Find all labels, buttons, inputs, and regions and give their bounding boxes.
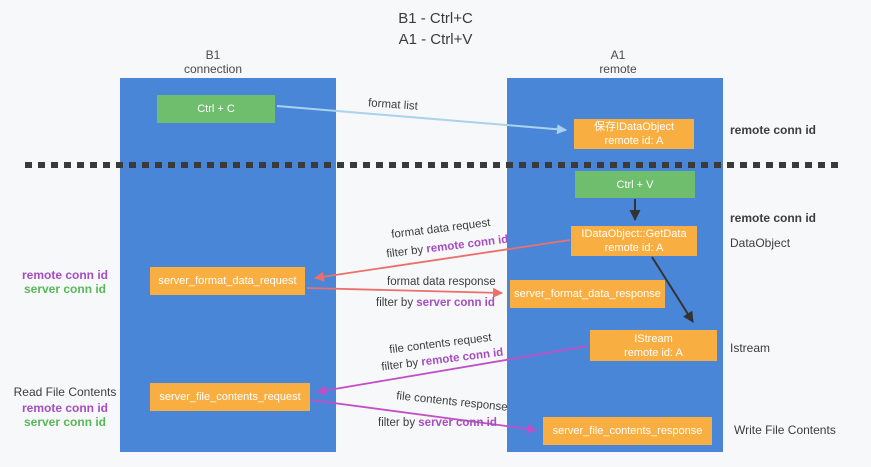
ctrl-c-label: Ctrl + C — [197, 103, 235, 115]
server-format-data-request-label: server_format_data_request — [158, 275, 297, 287]
save-dataobject-remote-id: remote id: A — [604, 135, 664, 147]
server-conn-id-text: server conn id — [416, 297, 495, 309]
left-conn-ids-bottom: remote conn id server conn id — [4, 401, 126, 429]
save-dataobject-box: 保存IDataObject remote id: A — [574, 119, 694, 149]
title-line-2: A1 - Ctrl+V — [398, 31, 473, 48]
filter-server-conn-id-label-1: filter by server conn id — [376, 297, 495, 309]
istream-line1: IStream — [634, 332, 673, 345]
istream-remote-id: remote id: A — [624, 346, 683, 359]
diagram-title: B1 - Ctrl+C A1 - Ctrl+V — [0, 8, 871, 50]
istream-box: IStream remote id: A — [590, 330, 717, 361]
ctrl-v-label: Ctrl + V — [616, 178, 654, 191]
server-conn-id-text: server conn id — [418, 417, 497, 429]
lane-header-a1-subtitle: remote — [599, 62, 637, 76]
filter-by-text: filter by — [385, 244, 424, 261]
format-data-response-label: format data response — [387, 276, 496, 288]
server-format-data-request-box: server_format_data_request — [150, 267, 305, 295]
server-format-data-response-box: server_format_data_response — [510, 280, 665, 308]
title-line-1: B1 - Ctrl+C — [398, 10, 473, 27]
ctrl-c-box: Ctrl + C — [157, 95, 275, 123]
session-separator-dashed-line — [25, 162, 838, 168]
right-remote-conn-id-label-top: remote conn id — [730, 123, 817, 137]
file-contents-response-label: file contents response — [395, 390, 509, 414]
lane-header-b1: B1 connection — [105, 48, 321, 76]
left-server-conn-id-label: server conn id — [23, 282, 107, 296]
server-file-contents-response-label: server_file_contents_response — [552, 425, 703, 437]
format-list-label: format list — [367, 97, 419, 113]
getdata-line1: IDataObject::GetData — [581, 228, 687, 240]
lane-header-a1-name: A1 — [610, 48, 626, 62]
filter-by-text: filter by — [376, 297, 414, 309]
left-remote-conn-id-label: remote conn id — [21, 268, 108, 282]
server-format-data-response-label: server_format_data_response — [514, 288, 661, 300]
save-dataobject-line1: 保存IDataObject — [593, 121, 675, 133]
server-file-contents-response-box: server_file_contents_response — [543, 417, 712, 445]
left-conn-ids-top: remote conn id server conn id — [4, 268, 126, 296]
lane-header-b1-name: B1 — [205, 48, 221, 62]
left-remote-conn-id-label: remote conn id — [21, 401, 108, 415]
read-file-contents-label: Read File Contents — [13, 385, 117, 399]
ctrl-v-box: Ctrl + V — [575, 171, 695, 198]
dataobject-label: DataObject — [730, 236, 791, 250]
lane-header-a1: A1 remote — [510, 48, 726, 76]
right-remote-conn-id-label-mid: remote conn id — [730, 211, 817, 225]
filter-by-text: filter by — [380, 357, 419, 374]
getdata-remote-id: remote id: A — [604, 242, 664, 254]
getdata-box: IDataObject::GetData remote id: A — [571, 226, 697, 256]
remote-conn-id-text: remote conn id — [425, 233, 509, 256]
server-file-contents-request-label: server_file_contents_request — [159, 391, 301, 403]
lane-header-b1-subtitle: connection — [183, 62, 243, 76]
filter-server-conn-id-label-2: filter by server conn id — [378, 417, 497, 429]
istream-side-label: Istream — [730, 341, 771, 355]
server-file-contents-request-box: server_file_contents_request — [150, 383, 310, 411]
filter-by-text: filter by — [378, 417, 416, 429]
format-data-response-arrow — [306, 287, 503, 298]
left-server-conn-id-label: server conn id — [23, 415, 107, 429]
write-file-contents-label: Write File Contents — [734, 423, 836, 437]
